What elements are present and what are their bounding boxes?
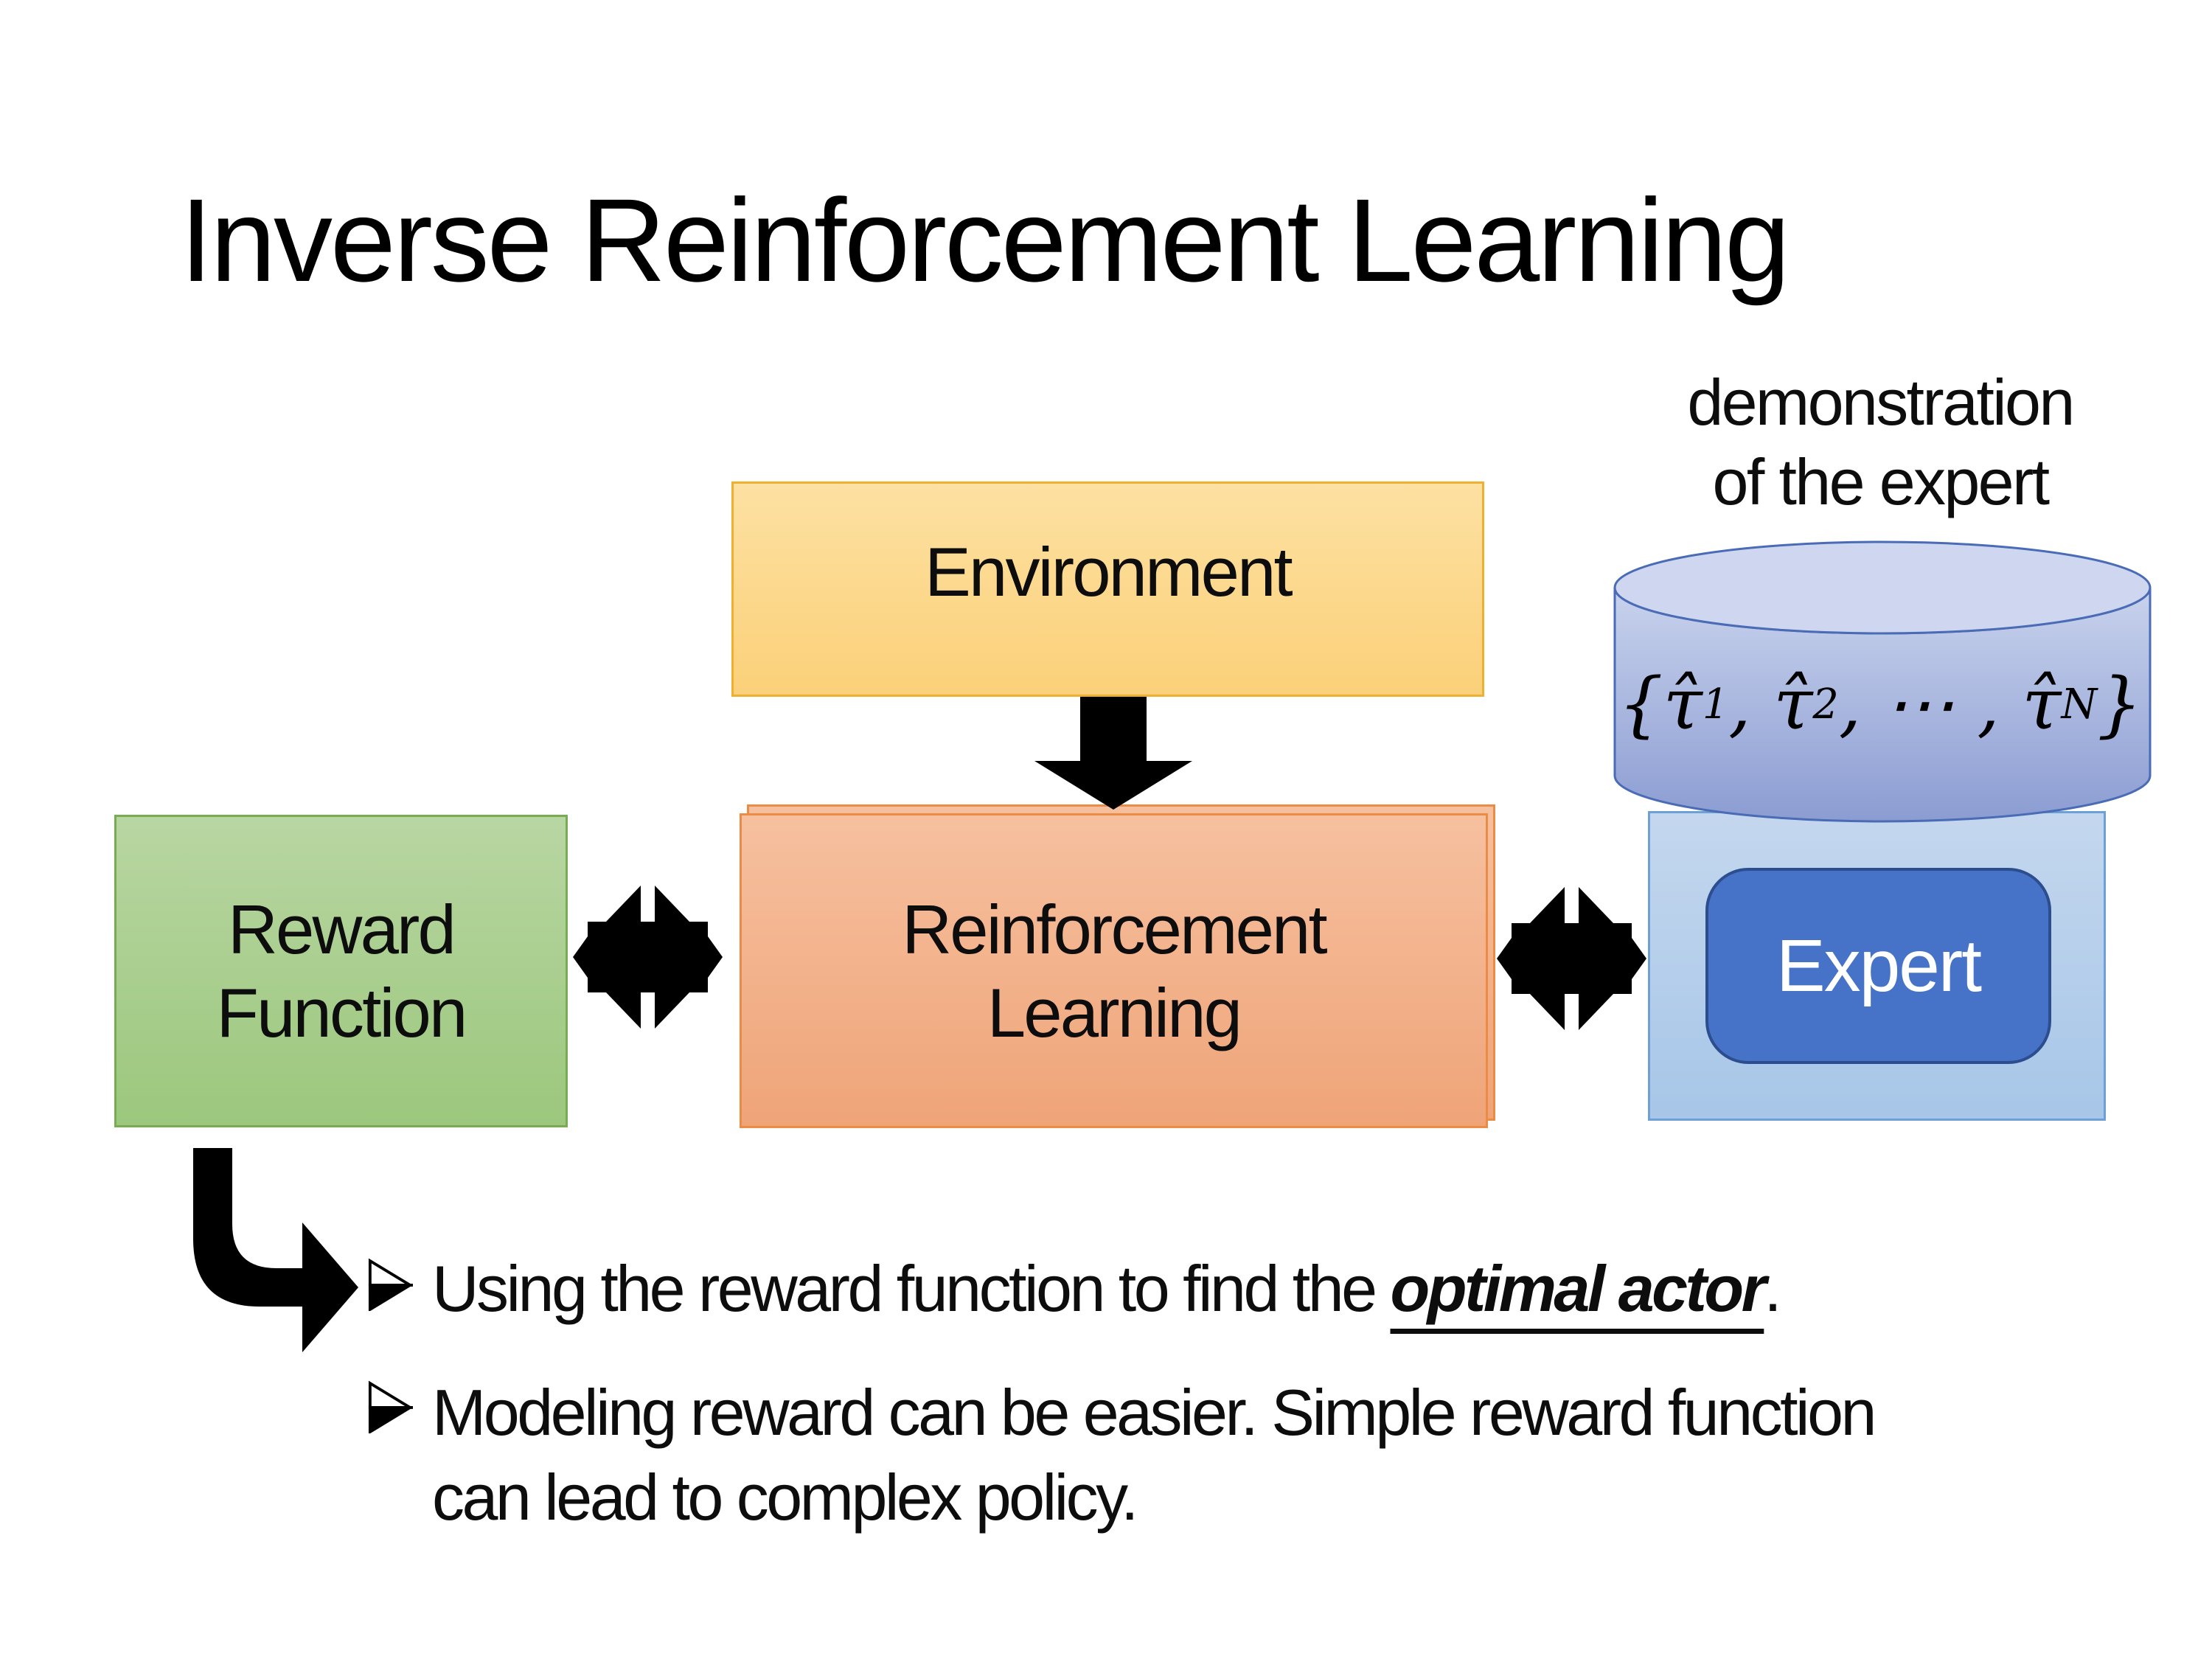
bullet-item-2: Modeling reward can be easier. Simple re…	[367, 1370, 1916, 1540]
optimal-actor-emphasis: optimal actor	[1390, 1252, 1767, 1325]
cylinder-caption-line1: demonstration	[1687, 366, 2075, 439]
page-title: Inverse Reinforcement Learning	[180, 174, 1790, 306]
bullet-item-1: Using the reward function to find the op…	[367, 1248, 2137, 1330]
cylinder-caption: demonstration of the expert	[1585, 363, 2175, 522]
right-double-arrow-icon	[1497, 887, 1646, 1030]
expert-label: Expert	[1775, 924, 1982, 1007]
bullet-2-text: Modeling reward can be easier. Simple re…	[432, 1376, 1877, 1534]
down-arrow-icon	[1034, 697, 1192, 810]
database-cylinder-icon	[1613, 540, 2152, 823]
environment-box: Environment	[731, 481, 1484, 697]
environment-label: Environment	[925, 533, 1293, 611]
reinforcement-learning-label: Reinforcement Learning	[902, 890, 1327, 1051]
bullet-arrow-icon	[368, 1258, 413, 1311]
reward-function-label: Reward Function	[216, 891, 468, 1051]
left-double-arrow-icon	[573, 886, 723, 1029]
elbow-arrow-icon	[193, 1148, 358, 1352]
reinforcement-learning-box: Reinforcement Learning	[740, 813, 1488, 1128]
trajectory-set-formula: {τ̂1, τ̂2, ⋯ , τ̂N}	[1618, 663, 2143, 745]
bullet-arrow-icon	[368, 1380, 413, 1433]
reward-function-box: Reward Function	[114, 815, 568, 1127]
bullet-1-text: Using the reward function to find the op…	[432, 1252, 1782, 1325]
cylinder-caption-line2: of the expert	[1712, 445, 2051, 518]
expert-box: Expert	[1705, 868, 2051, 1064]
